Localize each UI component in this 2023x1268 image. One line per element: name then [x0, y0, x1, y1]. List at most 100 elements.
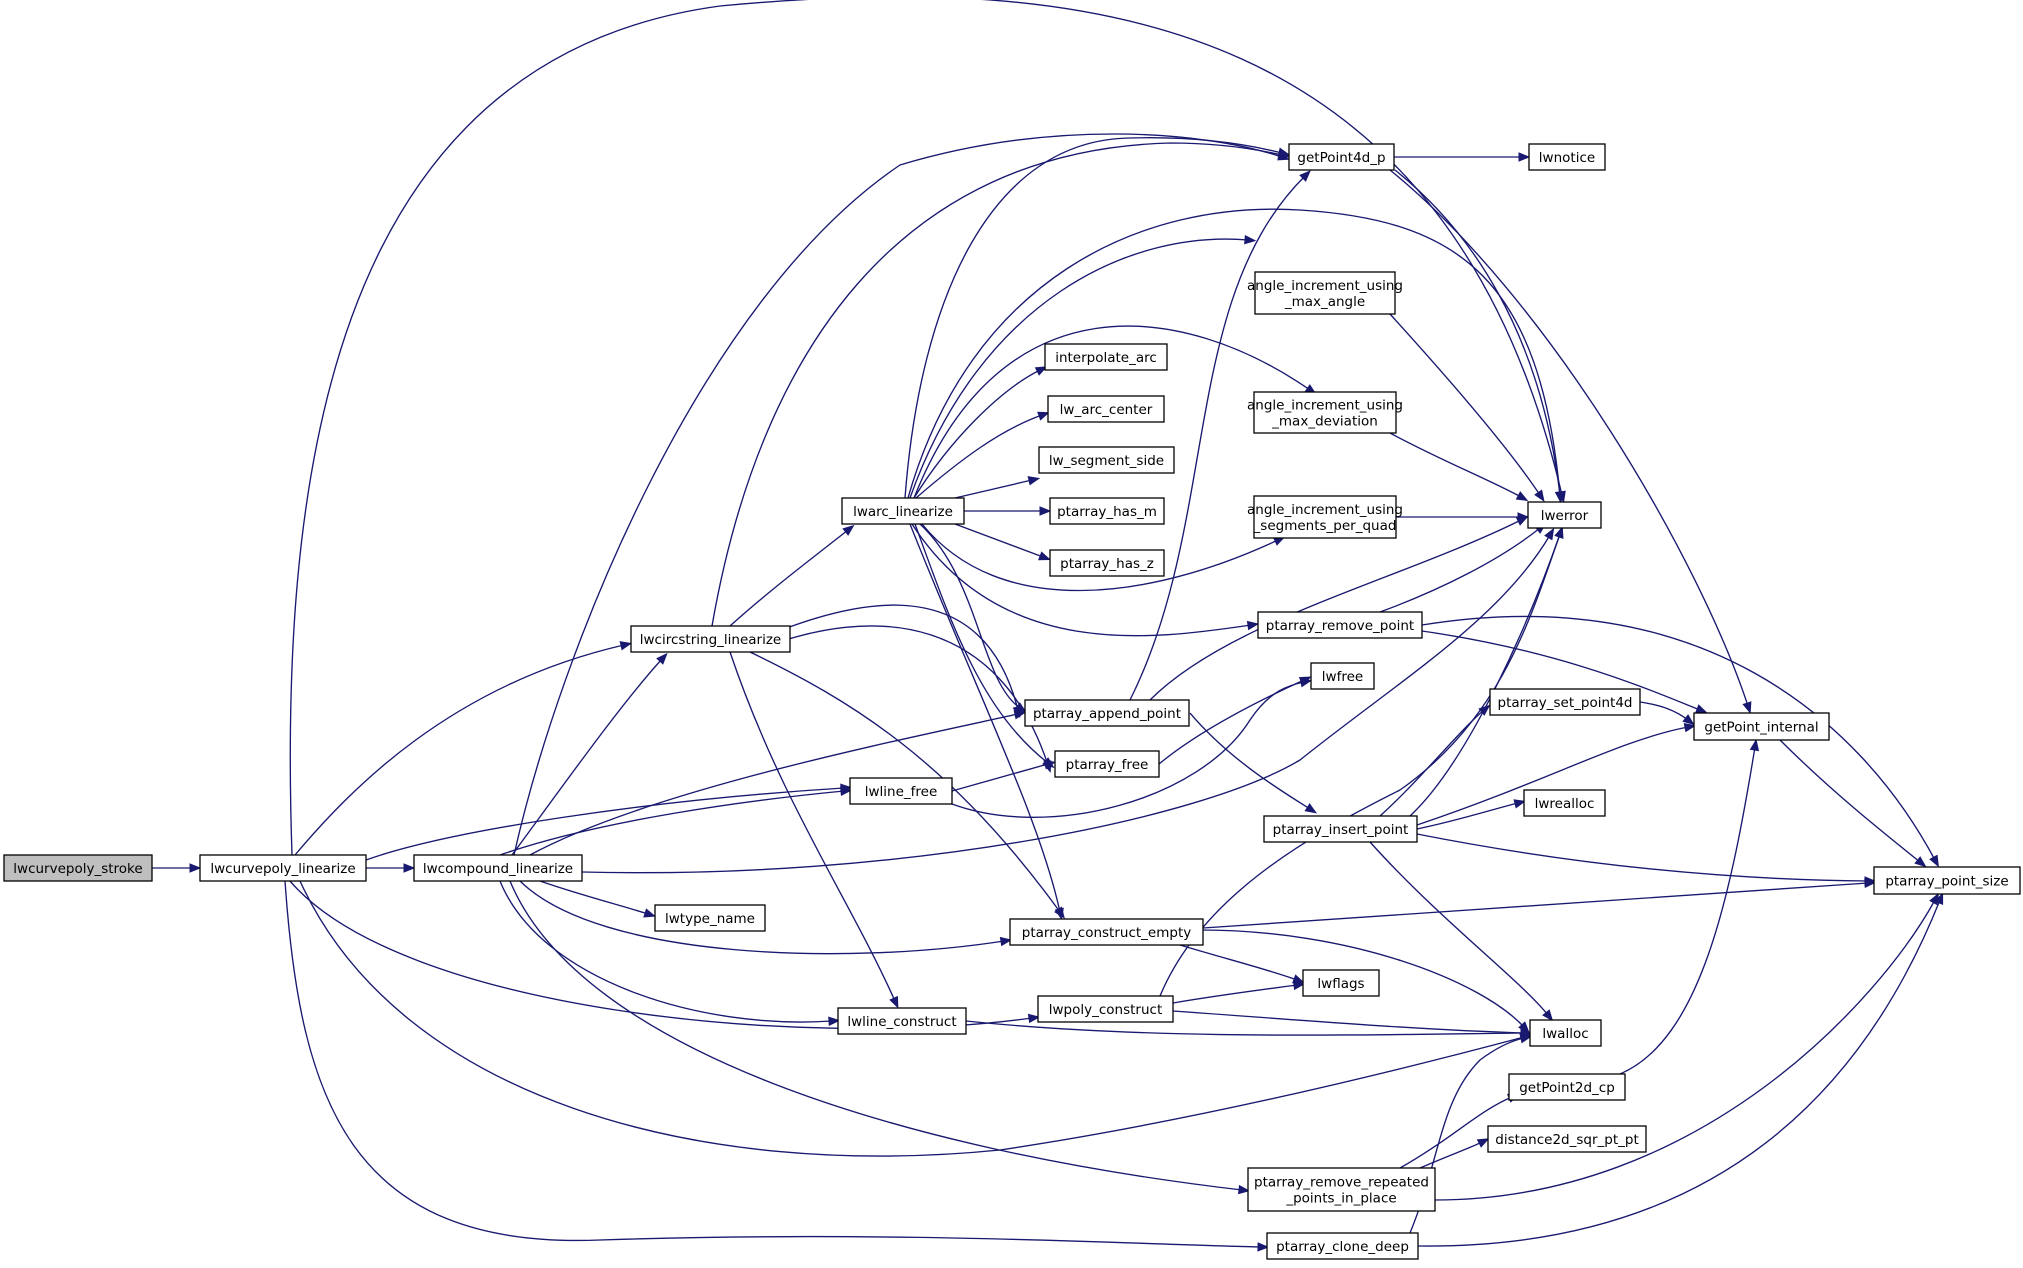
- node-append[interactable]: ptarray_append_point: [1024, 699, 1190, 727]
- node-clone[interactable]: ptarray_clone_deep: [1266, 1232, 1419, 1260]
- node-label: lwarc_linearize: [853, 504, 953, 520]
- node-alloc[interactable]: lwalloc: [1529, 1019, 1602, 1047]
- node-box[interactable]: [1247, 1167, 1436, 1212]
- node-box[interactable]: [1254, 271, 1396, 315]
- edge-line: [1379, 527, 1541, 613]
- node-box[interactable]: [1049, 549, 1165, 577]
- edge-arc-to-remove: [911, 523, 1260, 637]
- node-box[interactable]: [1487, 1125, 1647, 1153]
- node-typename[interactable]: lwtype_name: [654, 904, 766, 932]
- node-gp2d[interactable]: getPoint2d_cp: [1508, 1073, 1626, 1101]
- node-box[interactable]: [3, 854, 153, 882]
- edge-arrowhead: [1043, 760, 1057, 770]
- node-setp4d[interactable]: ptarray_set_point4d: [1489, 688, 1641, 716]
- node-dist[interactable]: distance2d_sqr_pt_pt: [1487, 1125, 1647, 1153]
- edge-line: [1619, 746, 1756, 1075]
- node-pconstruct[interactable]: lwpoly_construct: [1037, 995, 1174, 1023]
- node-interp[interactable]: interpolate_arc: [1044, 343, 1168, 371]
- node-box[interactable]: [413, 854, 583, 882]
- edge-arrowhead: [1299, 170, 1311, 182]
- node-box[interactable]: [1044, 343, 1168, 371]
- node-ai_angle[interactable]: angle_increment_using_max_angle: [1247, 271, 1403, 315]
- node-box[interactable]: [849, 777, 953, 805]
- edge-arrowhead: [1554, 491, 1565, 504]
- node-realloc[interactable]: lwrealloc: [1523, 789, 1606, 817]
- edge-append-to-gp4d: [1129, 170, 1311, 701]
- edge-circ-to-cempty: [749, 651, 1065, 919]
- node-arccenter[interactable]: lw_arc_center: [1047, 395, 1165, 423]
- node-box[interactable]: [1489, 688, 1641, 716]
- edge-arrowhead: [1027, 476, 1041, 486]
- node-box[interactable]: [1302, 969, 1380, 997]
- node-label: angle_increment_using: [1247, 502, 1403, 518]
- node-cempty[interactable]: ptarray_construct_empty: [1009, 918, 1204, 946]
- edge-line: [1172, 984, 1298, 1004]
- node-box[interactable]: [1037, 995, 1174, 1023]
- node-ptsize[interactable]: ptarray_point_size: [1873, 866, 2021, 895]
- node-arc[interactable]: lwarc_linearize: [841, 497, 965, 525]
- node-box[interactable]: [841, 497, 965, 525]
- node-box[interactable]: [1523, 789, 1606, 817]
- node-lwerror[interactable]: lwerror: [1527, 501, 1602, 529]
- node-rrp[interactable]: ptarray_remove_repeated_points_in_place: [1247, 1167, 1436, 1212]
- node-box[interactable]: [1054, 750, 1160, 778]
- node-pfree[interactable]: ptarray_free: [1054, 750, 1160, 778]
- edge-line: [1417, 899, 1941, 1247]
- node-stroke[interactable]: lwcurvepoly_stroke: [3, 854, 153, 882]
- node-box[interactable]: [1693, 712, 1830, 741]
- node-box[interactable]: [1047, 395, 1165, 423]
- node-gpint[interactable]: getPoint_internal: [1693, 712, 1830, 741]
- node-gp4d[interactable]: getPoint4d_p: [1288, 143, 1395, 171]
- node-lconstruct[interactable]: lwline_construct: [837, 1007, 967, 1035]
- node-box[interactable]: [1038, 446, 1175, 474]
- node-lwfree[interactable]: lwfree: [1310, 662, 1375, 690]
- node-remove[interactable]: ptarray_remove_point: [1257, 611, 1423, 639]
- edge-line: [904, 137, 1283, 499]
- edge-insert-to-gpint: [1416, 723, 1697, 826]
- edge-line: [954, 479, 1033, 499]
- node-box[interactable]: [1049, 497, 1165, 525]
- node-ai_seg[interactable]: angle_increment_using_segments_per_quad: [1247, 495, 1403, 539]
- edge-arrowhead: [643, 908, 656, 918]
- node-box[interactable]: [1527, 501, 1602, 529]
- node-box[interactable]: [1024, 699, 1190, 727]
- node-box[interactable]: [199, 854, 367, 882]
- node-box[interactable]: [1263, 815, 1418, 843]
- edge-arrowhead: [999, 936, 1013, 947]
- node-ai_dev[interactable]: angle_increment_using_max_deviation: [1247, 391, 1403, 434]
- node-hasz[interactable]: ptarray_has_z: [1049, 549, 1165, 577]
- edge-arrowhead: [1544, 527, 1555, 541]
- node-box[interactable]: [654, 904, 766, 932]
- node-cpoly[interactable]: lwcurvepoly_linearize: [199, 854, 367, 882]
- node-box[interactable]: [1253, 495, 1397, 539]
- node-circ[interactable]: lwcircstring_linearize: [630, 625, 791, 653]
- edge-compound-to-lwerror: [581, 527, 1555, 874]
- node-box[interactable]: [1009, 918, 1204, 946]
- node-box[interactable]: [1508, 1073, 1626, 1101]
- edge-arc-to-segside: [954, 476, 1041, 499]
- node-box[interactable]: [1873, 866, 2021, 895]
- node-notice[interactable]: lwnotice: [1528, 143, 1606, 171]
- node-box[interactable]: [630, 625, 791, 653]
- edge-line: [1189, 712, 1311, 810]
- node-lfree[interactable]: lwline_free: [849, 777, 953, 805]
- node-box[interactable]: [1529, 1019, 1602, 1047]
- node-label: lwnotice: [1539, 150, 1595, 166]
- node-box[interactable]: [1528, 143, 1606, 171]
- node-label: lwcompound_linearize: [423, 861, 573, 877]
- node-box[interactable]: [1288, 143, 1395, 171]
- node-box[interactable]: [837, 1007, 967, 1035]
- edge-compound-to-gp4d: [513, 133, 1290, 856]
- node-box[interactable]: [1253, 391, 1397, 434]
- node-compound[interactable]: lwcompound_linearize: [413, 854, 583, 882]
- node-box[interactable]: [1310, 662, 1375, 690]
- node-hasm[interactable]: ptarray_has_m: [1049, 497, 1165, 525]
- edge-line: [1179, 944, 1298, 981]
- node-segside[interactable]: lw_segment_side: [1038, 446, 1175, 474]
- node-flags[interactable]: lwflags: [1302, 969, 1380, 997]
- edge-arrowhead: [1292, 980, 1306, 991]
- node-box[interactable]: [1257, 611, 1423, 639]
- node-insert[interactable]: ptarray_insert_point: [1263, 815, 1418, 843]
- node-box[interactable]: [1266, 1232, 1419, 1260]
